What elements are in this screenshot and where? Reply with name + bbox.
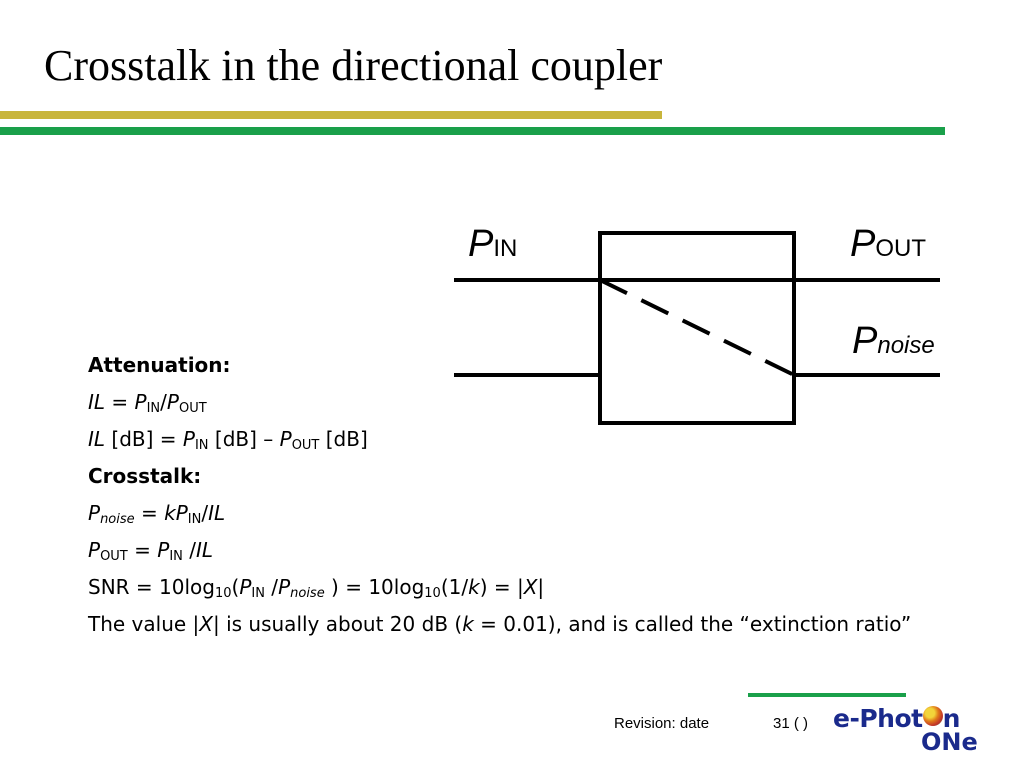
crosstalk-heading: Crosstalk:	[88, 464, 202, 488]
coupler-box	[598, 231, 796, 425]
green-divider	[0, 127, 945, 135]
il-db-equation: IL [dB] = PIN [dB] – POUT [dB]	[88, 427, 368, 453]
pout-equation: POUT = PIN /IL	[88, 538, 214, 564]
slide-body: Attenuation: IL = PIN/POUT IL [dB] = PIN…	[88, 347, 938, 643]
e-photon-one-logo: e-Phot n ONe	[833, 700, 993, 756]
slide-title: Crosstalk in the directional coupler	[44, 41, 663, 90]
page-number: 31 ( )	[773, 715, 809, 732]
coupler-schematic	[454, 231, 940, 425]
revision-label: Revision: date	[614, 715, 710, 732]
extinction-ratio-text: The value |X| is usually about 20 dB (k …	[88, 612, 912, 636]
attenuation-heading: Attenuation:	[88, 353, 231, 377]
logo-text-line1-end: n	[942, 704, 961, 733]
logo-text-line1: e-Phot	[833, 704, 923, 733]
gold-divider	[0, 111, 662, 119]
il-equation: IL = PIN/POUT	[88, 390, 207, 416]
pnoise-equation: Pnoise = kPIN/IL	[88, 501, 226, 527]
footer-divider	[748, 693, 906, 697]
p-out-label: POUT	[850, 223, 927, 265]
snr-equation: SNR = 10log10(PIN /Pnoise ) = 10log10(1/…	[88, 575, 545, 601]
logo-text-line2: ONe	[921, 728, 978, 756]
globe-icon	[923, 706, 943, 726]
p-noise-label: Pnoise	[852, 320, 935, 362]
crosstalk-path	[599, 278, 795, 377]
coupler-diagram: PIN POUT Pnoise	[440, 215, 950, 439]
p-in-label: PIN	[468, 223, 518, 265]
